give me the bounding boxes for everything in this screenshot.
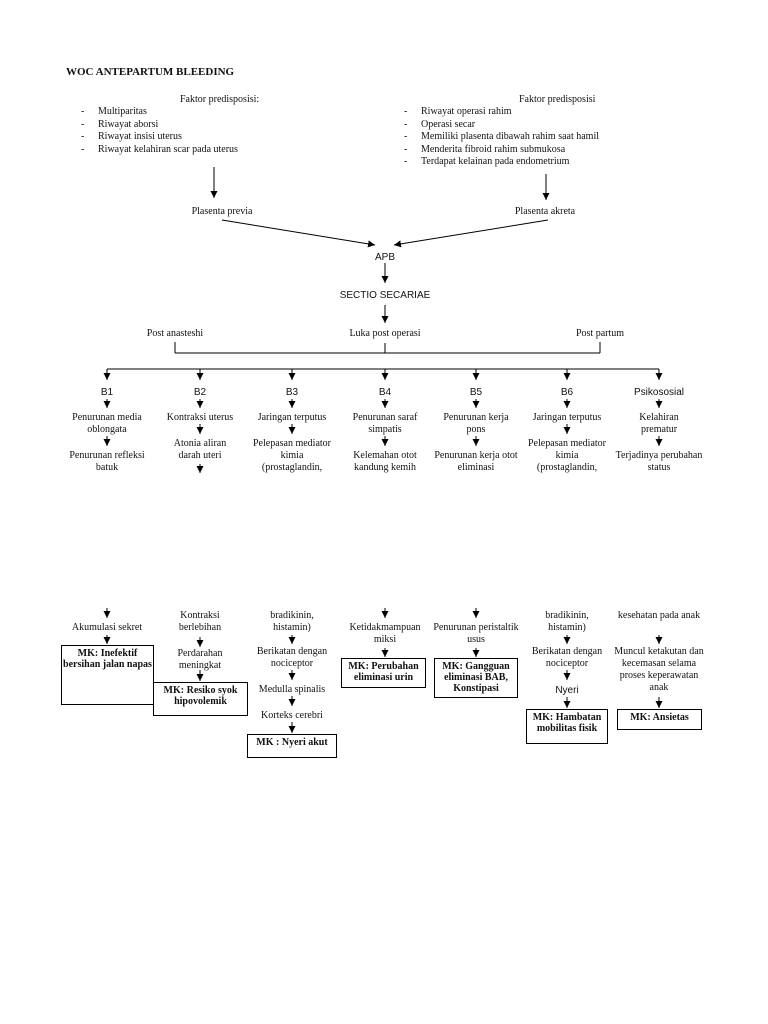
mk-b5-box: MK: Gangguan eliminasi BAB, Konstipasi <box>434 658 518 698</box>
b3-step-6: Korteks cerebri <box>261 710 323 721</box>
b6-step-5: Nyeri <box>555 685 579 696</box>
apb-node: APB <box>374 252 396 263</box>
b4-step-2: Kelemahan otot kandung kemih <box>353 450 417 473</box>
left-factors-list: Multiparitas Riwayat aborsi Riwayat insi… <box>81 106 238 156</box>
b6-step-4: Berikatan dengan nociceptor <box>531 646 603 669</box>
plasenta-akreta-node: Plasenta akreta <box>514 206 576 217</box>
list-item: Terdapat kelainan pada endometrium <box>404 156 599 169</box>
list-item: Riwayat kelahiran scar pada uterus <box>81 144 238 157</box>
column-header-b6: B6 <box>560 387 574 398</box>
b2-step-2: Atonia aliran darah uteri <box>173 438 227 461</box>
b2-step-1: Kontraksi uterus <box>166 412 234 423</box>
b6-step-3: bradikinin, histamin) <box>545 610 589 633</box>
mk-b1-box: MK: Inefektif bersihan jalan napas <box>61 645 154 705</box>
mk-psikososial-box: MK: Ansietas <box>617 709 702 730</box>
page-title: WOC ANTEPARTUM BLEEDING <box>66 66 235 78</box>
psikososial-step-1: Kelahiran prematur <box>639 412 679 435</box>
column-header-psikososial: Psikososial <box>633 387 685 398</box>
b1-step-2: Penurunan refleksi batuk <box>69 450 145 473</box>
b1-step-3: Akumulasi sekret <box>71 622 143 633</box>
b3-step-4: Berikatan dengan nociceptor <box>256 646 328 669</box>
b6-step-1: Jaringan terputus <box>532 412 602 423</box>
b2-step-3: Kontraksi berlebihan <box>178 610 222 633</box>
b3-step-2: Pelepasan mediator kimia (prostaglandin, <box>252 438 332 473</box>
list-item: Memiliki plasenta dibawah rahim saat ham… <box>404 131 599 144</box>
b5-step-3: Penurunan peristaltik usus <box>433 622 519 645</box>
mk-b3-box: MK : Nyeri akut <box>247 734 337 758</box>
b4-step-1: Penurunan saraf simpatis <box>352 412 418 435</box>
b5-step-1: Penurunan kerja pons <box>443 412 509 435</box>
right-factors-list: Riwayat operasi rahim Operasi secar Memi… <box>404 106 599 169</box>
b4-step-3: Ketidakmampuan miksi <box>349 622 421 645</box>
list-item: Riwayat insisi uterus <box>81 131 238 144</box>
luka-post-operasi-node: Luka post operasi <box>349 328 421 339</box>
b3-step-5: Medulla spinalis <box>258 684 326 695</box>
right-factors-heading: Faktor predisposisi <box>519 94 596 105</box>
b5-step-2: Penurunan kerja otot eliminasi <box>434 450 518 473</box>
list-item: Multiparitas <box>81 106 238 119</box>
b2-step-4: Perdarahan meningkat <box>177 648 223 671</box>
b1-step-1: Penurunan media oblongata <box>72 412 142 435</box>
mk-b6-box: MK: Hambatan mobilitas fisik <box>526 709 608 744</box>
sectio-node: SECTIO SECARIAE <box>339 290 431 301</box>
b6-step-2: Pelepasan mediator kimia (prostaglandin, <box>527 438 607 473</box>
mk-b2-box: MK: Resiko syok hipovolemik <box>153 682 248 716</box>
column-header-b1: B1 <box>100 387 114 398</box>
psikososial-step-4: Muncul ketakutan dan kecemasan selama pr… <box>614 646 704 693</box>
psikososial-step-3: kesehatan pada anak <box>617 610 701 621</box>
list-item: Menderita fibroid rahim submukosa <box>404 144 599 157</box>
post-anasteshi-node: Post anasteshi <box>146 328 204 339</box>
column-header-b4: B4 <box>378 387 392 398</box>
list-item: Riwayat operasi rahim <box>404 106 599 119</box>
plasenta-previa-node: Plasenta previa <box>191 206 253 217</box>
b3-step-3: bradikinin, histamin) <box>270 610 314 633</box>
column-header-b2: B2 <box>193 387 207 398</box>
b3-step-1: Jaringan terputus <box>257 412 327 423</box>
list-item: Operasi secar <box>404 119 599 132</box>
psikososial-step-2: Terjadinya perubahan status <box>615 450 703 473</box>
column-header-b3: B3 <box>285 387 299 398</box>
mk-b4-box: MK: Perubahan eliminasi urin <box>341 658 426 688</box>
post-partum-node: Post partum <box>575 328 625 339</box>
list-item: Riwayat aborsi <box>81 119 238 132</box>
column-header-b5: B5 <box>469 387 483 398</box>
left-factors-heading: Faktor predisposisi: <box>180 94 260 105</box>
